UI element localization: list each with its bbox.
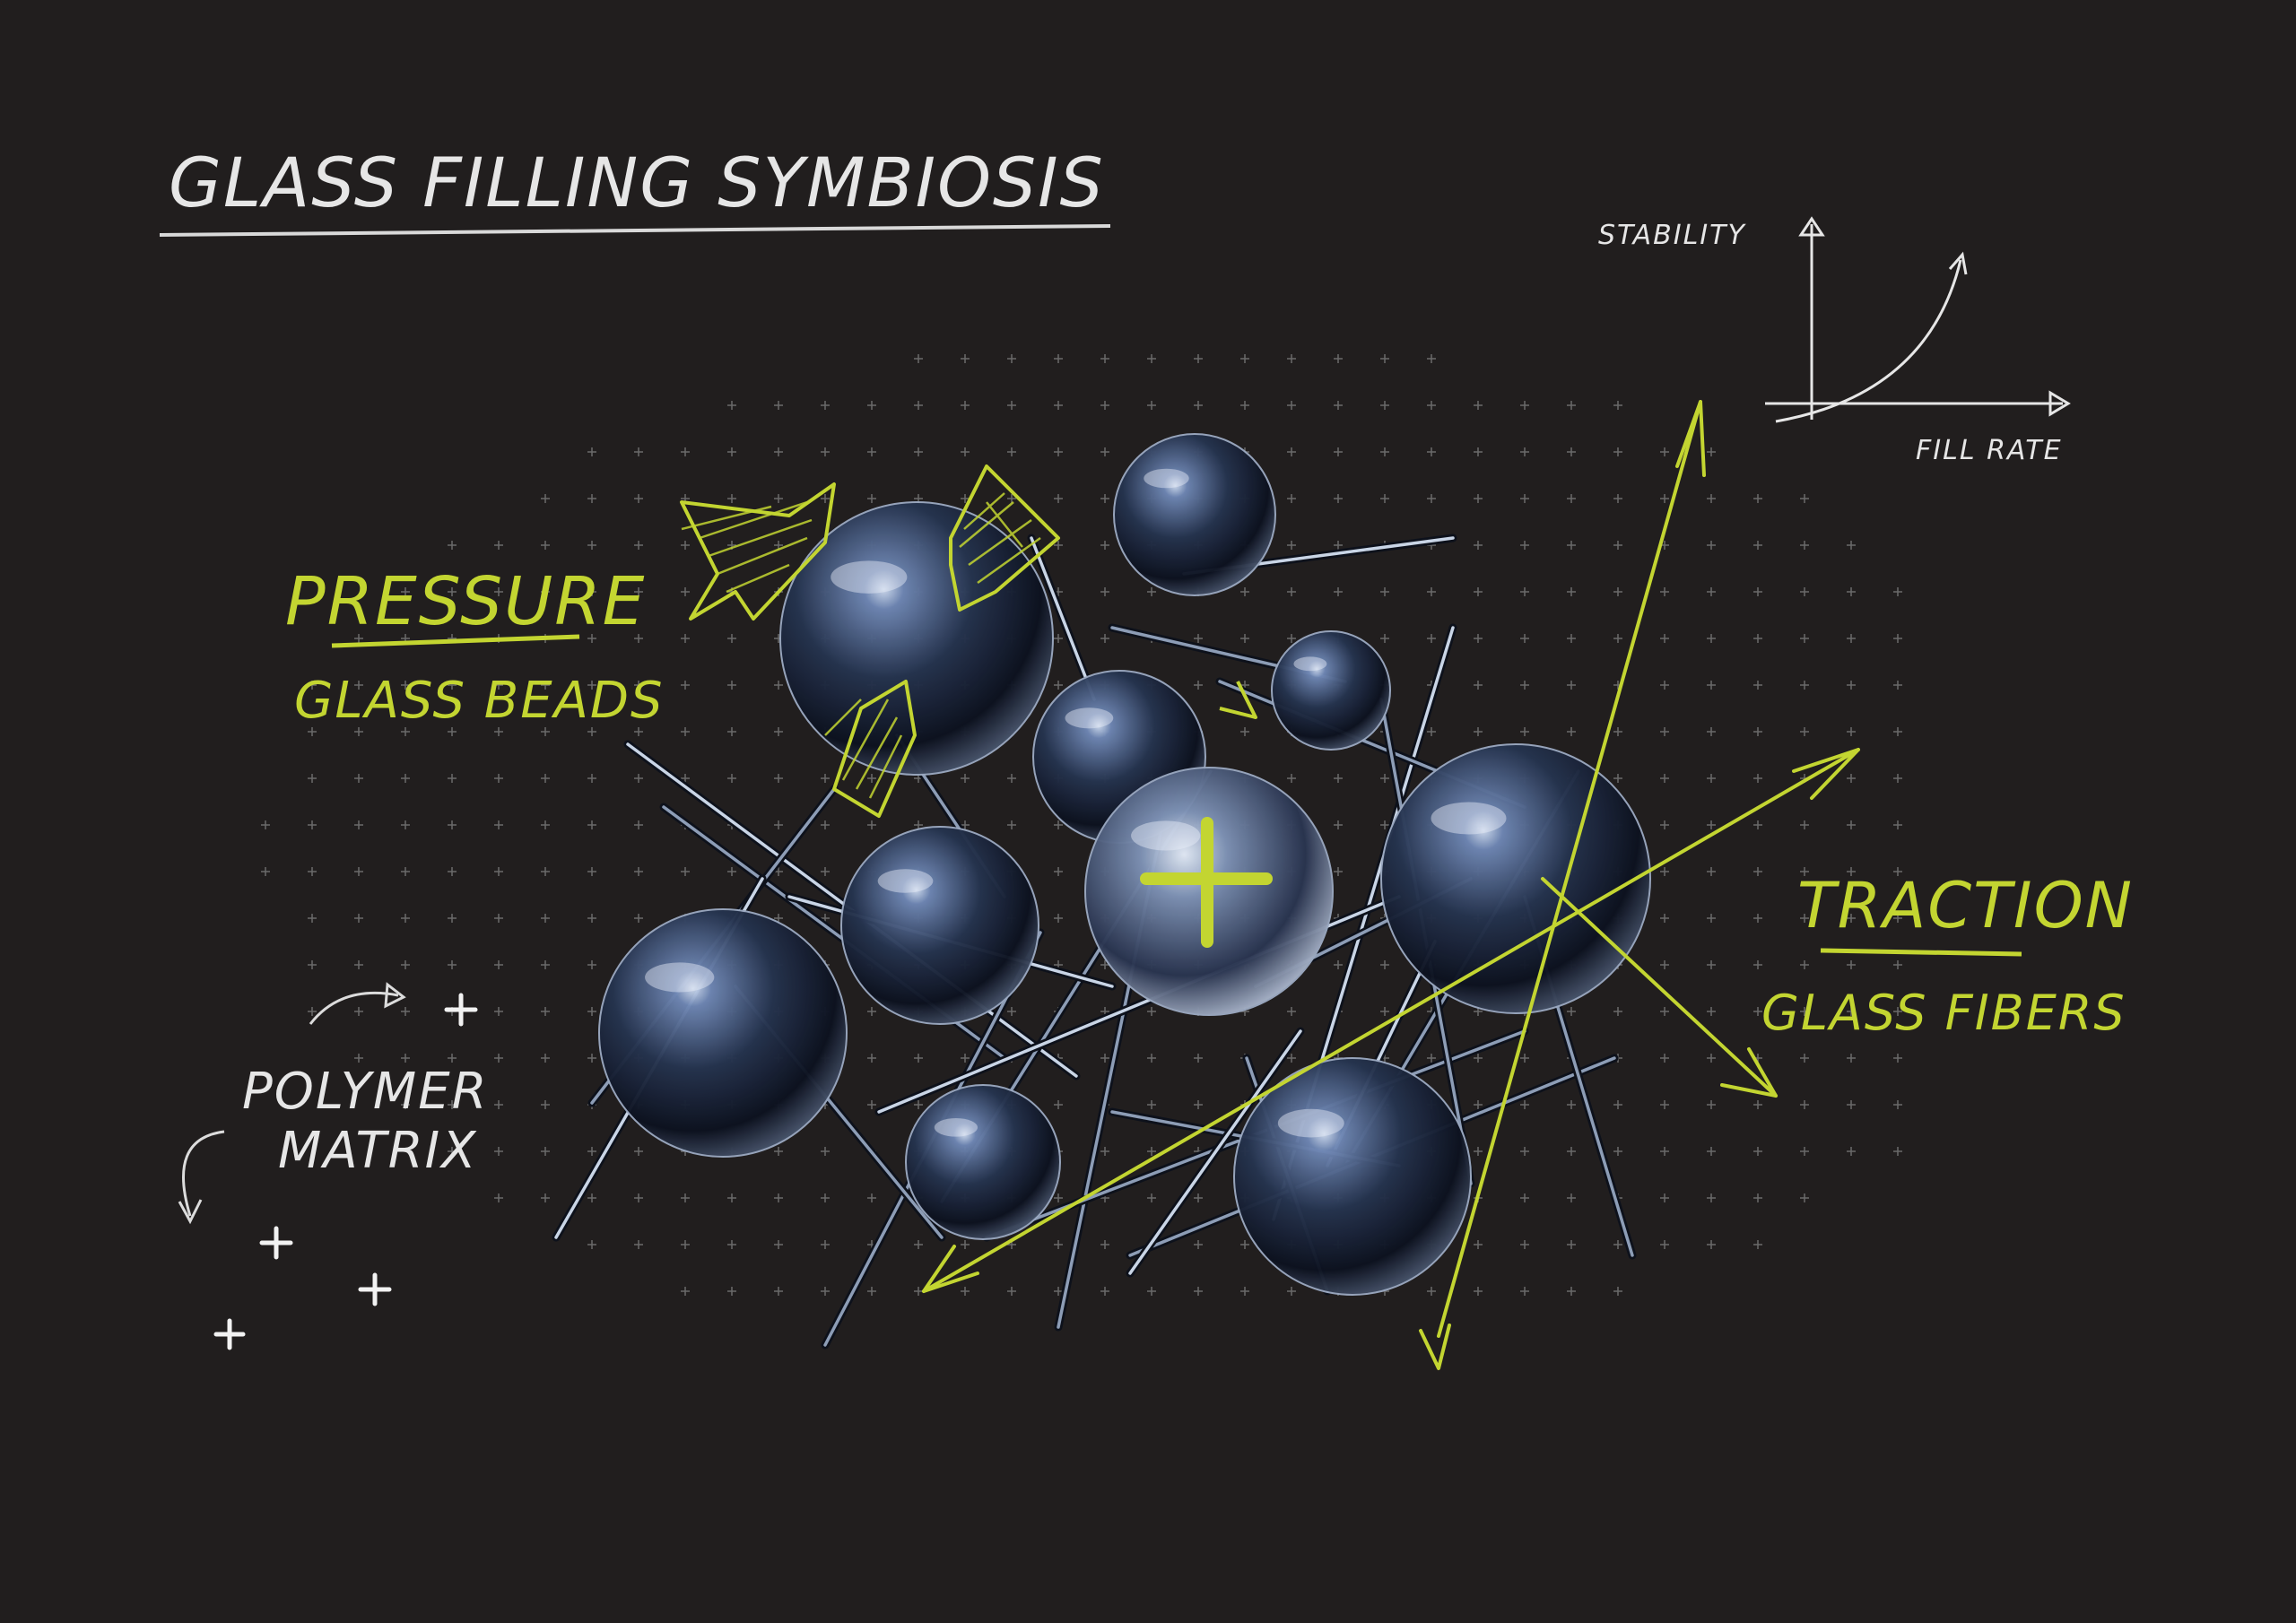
glass-bead [840,826,1039,1025]
glass-beads-label: GLASS BEADS [294,672,665,730]
glass-bead-glint [934,1117,978,1137]
traction-underline [1820,948,2022,957]
small-pressure-arrow-icon [1219,681,1257,719]
traction-arrow-down-icon [1419,1324,1451,1370]
glass-bead-glint [1144,468,1189,489]
matrix-label: MATRIX [278,1122,478,1180]
glass-fiber-highlight [1030,536,1096,701]
pressure-arrow-top-icon [949,464,1060,612]
traction-arrow-small-head-icon [1720,1047,1778,1098]
pressure-hatching [681,492,1041,799]
stability-vs-fill-rate-chart [1765,216,2071,423]
traction-arrow-diagonal [922,748,1860,1293]
pressure-underline [331,634,580,648]
glass-bead-glint [1065,707,1114,729]
curved-arrow-head-icon [384,982,406,1009]
plus-icon [444,993,478,1027]
glass-bead-glint [1293,656,1327,672]
glass-beads-cluster [598,433,1651,1296]
traction-arrow-up-icon [1675,400,1706,477]
pressure-label: PRESSURE [285,563,646,640]
traction-arrow-vertical [1437,400,1702,1338]
glass-bead [1271,630,1391,751]
plus-icon [213,1318,246,1350]
glass-bead [905,1084,1061,1240]
chart-curve-arrow-icon [1948,251,1968,275]
matrix-curved-arrow [182,1130,225,1217]
glass-fibers-label: GLASS FIBERS [1761,985,2126,1041]
traction-arrow-right-icon [1792,748,1860,800]
traction-label: TRACTION [1797,869,2134,942]
glass-bead [779,501,1054,776]
glass-bead-glint [1131,820,1201,851]
pressure-arrows [680,464,1257,818]
traction-arrows [922,400,1860,1370]
chart-x-label: FILL RATE [1916,435,2063,466]
glass-bead-glint [1431,802,1507,835]
glass-bead-glint [645,962,715,993]
pressure-arrow-bottom-icon [832,680,917,818]
glass-bead [598,908,848,1158]
chart-y-label: STABILITY [1598,220,1746,251]
curved-arrow-head-icon [178,1199,203,1225]
glass-bead-glint [831,560,908,594]
chart-trend-curve [1775,259,1962,423]
chart-x-arrow-icon [2048,390,2071,417]
plus-icon [358,1272,392,1306]
pressure-arrow-left-icon [680,482,836,621]
glass-bead [1233,1057,1472,1296]
glass-bead-glint [877,869,934,893]
polymer-label: POLYMER [242,1063,489,1121]
traction-arrow-left-icon [922,1245,979,1293]
glass-bead-glint [1277,1108,1344,1138]
glass-bead [1380,743,1651,1014]
plus-icon [259,1226,293,1260]
chart-y-arrow-icon [1798,216,1825,237]
matrix-plus-markers [213,993,478,1350]
page-title: GLASS FILLING SYMBIOSIS [169,143,1105,222]
glass-fiber-highlight [1128,1029,1302,1275]
traction-arrow-small [1541,877,1778,1098]
center-plus-icon [1140,817,1273,948]
title-underline [159,224,1111,237]
glass-bead [1113,433,1276,596]
